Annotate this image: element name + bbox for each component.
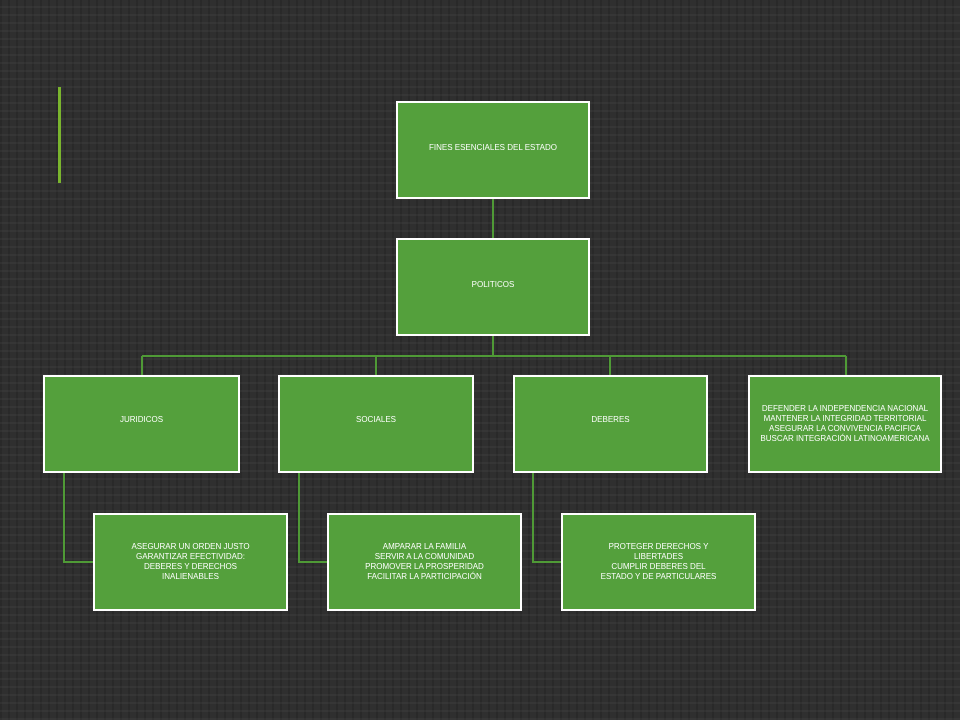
node-detail-text: AMPARAR LA FAMILIA SERVIR A LA COMUNIDAD… (365, 542, 484, 581)
node-category-juridicos: JURIDICOS (43, 375, 240, 473)
node-root-label: FINES ESENCIALES DEL ESTADO (428, 143, 558, 152)
node-level2: POLITICOS (396, 238, 590, 336)
node-category-deberes: DEBERES (513, 375, 708, 473)
node-category-label: DEFENDER LA INDEPENDENCIA NACIONAL MANTE… (760, 404, 930, 443)
node-root: FINES ESENCIALES DEL ESTADO (396, 101, 590, 199)
connector-cat3-detail (532, 472, 562, 563)
connector-cat1-detail (63, 472, 94, 563)
node-detail-text: ASEGURAR UN ORDEN JUSTO GARANTIZAR EFECT… (131, 542, 250, 581)
node-detail-text: PROTEGER DERECHOS Y LIBERTADES CUMPLIR D… (600, 542, 717, 581)
node-detail-deberes: PROTEGER DERECHOS Y LIBERTADES CUMPLIR D… (561, 513, 756, 611)
connector-cat2-detail (298, 472, 328, 563)
node-detail-sociales: AMPARAR LA FAMILIA SERVIR A LA COMUNIDAD… (327, 513, 522, 611)
node-detail-juridicos: ASEGURAR UN ORDEN JUSTO GARANTIZAR EFECT… (93, 513, 288, 611)
node-category-sociales: SOCIALES (278, 375, 474, 473)
node-category-label: JURIDICOS (119, 415, 164, 424)
node-category-label: SOCIALES (355, 415, 396, 424)
node-level2-label: POLITICOS (471, 280, 515, 289)
accent-bar (58, 87, 61, 183)
node-category-politicos-list: DEFENDER LA INDEPENDENCIA NACIONAL MANTE… (748, 375, 942, 473)
node-category-label: DEBERES (591, 415, 630, 424)
